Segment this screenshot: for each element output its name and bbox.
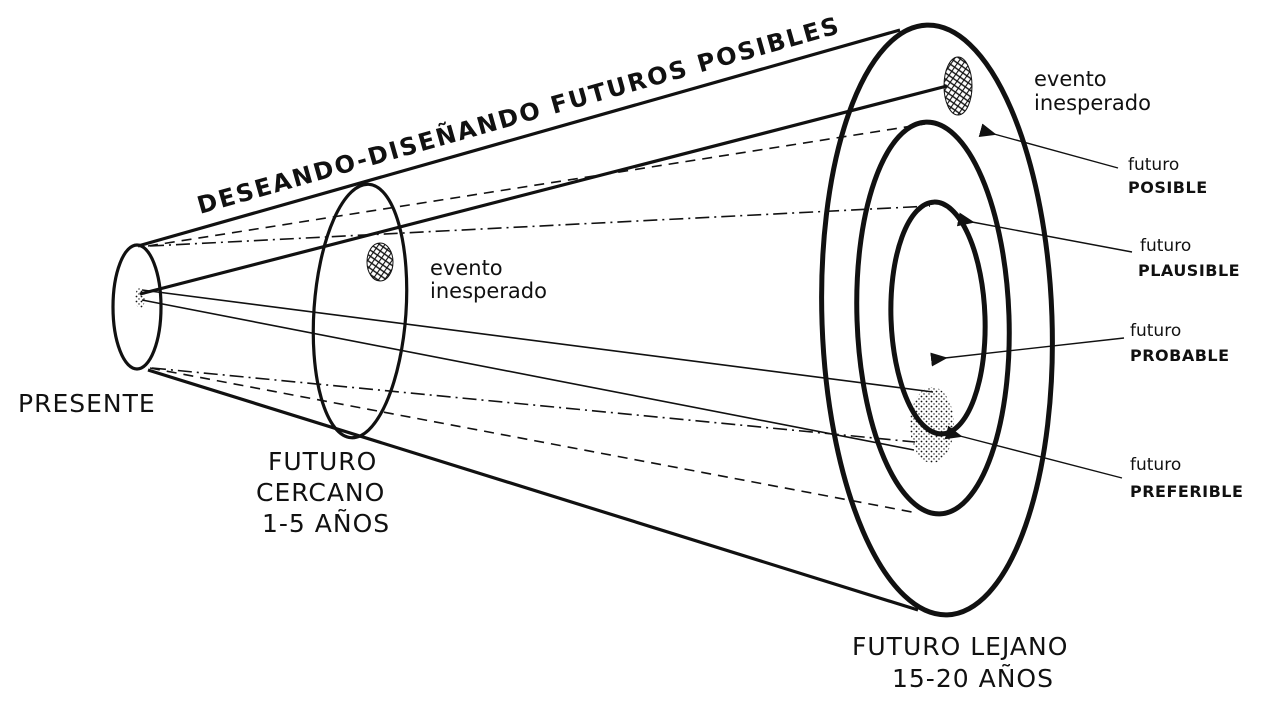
possible-dash-top — [147, 123, 926, 247]
plausible-dashdot-bottom — [151, 367, 916, 443]
cone-bottom-edge — [147, 368, 919, 612]
arrow-preferable — [944, 425, 1123, 479]
future-possible-small: futuro — [1128, 155, 1179, 175]
future-preferable-caps: PREFERIBLE — [1130, 482, 1243, 501]
future-preferable-small: futuro — [1130, 455, 1181, 475]
cone-plausible-ellipse — [854, 119, 1012, 517]
near-future-label-line1: FUTURO — [268, 447, 377, 476]
far-future-label-line1: FUTURO LEJANO — [852, 632, 1068, 661]
future-probable-caps: PROBABLE — [1130, 346, 1230, 365]
arrow-plausible — [956, 212, 1133, 253]
far-future-label-line2: 15-20 AÑOS — [892, 663, 1054, 693]
arrow-probable — [930, 337, 1125, 367]
future-plausible-caps: PLAUSIBLE — [1138, 261, 1240, 280]
cone-top-edge — [137, 28, 901, 248]
arrow-possible — [978, 123, 1119, 169]
unexpected-event-line — [139, 84, 948, 296]
present-label: PRESENTE — [18, 389, 156, 418]
plausible-dashdot-top — [149, 205, 931, 247]
present-ellipse — [111, 243, 163, 371]
near-event-label-line1: evento — [430, 256, 503, 280]
near-future-label-line3: 1-5 AÑOS — [262, 508, 390, 538]
future-probable-small: futuro — [1130, 321, 1181, 341]
future-plausible-small: futuro — [1140, 236, 1191, 256]
probable-line-bottom — [141, 299, 915, 451]
near-event-mark — [366, 242, 394, 282]
far-event-label-line1: evento — [1034, 67, 1107, 91]
future-possible-caps: POSIBLE — [1128, 178, 1208, 197]
probable-line-top — [141, 289, 934, 393]
near-future-ellipse — [311, 182, 409, 440]
near-event-label-line2: inesperado — [430, 279, 547, 303]
far-event-label-line2: inesperado — [1034, 91, 1151, 115]
near-future-label-line2: CERCANO — [256, 478, 385, 507]
cone-possible-ellipse — [819, 22, 1055, 618]
preferable-area — [910, 387, 954, 463]
far-event-mark — [943, 56, 973, 116]
possible-dash-bottom — [149, 367, 913, 513]
